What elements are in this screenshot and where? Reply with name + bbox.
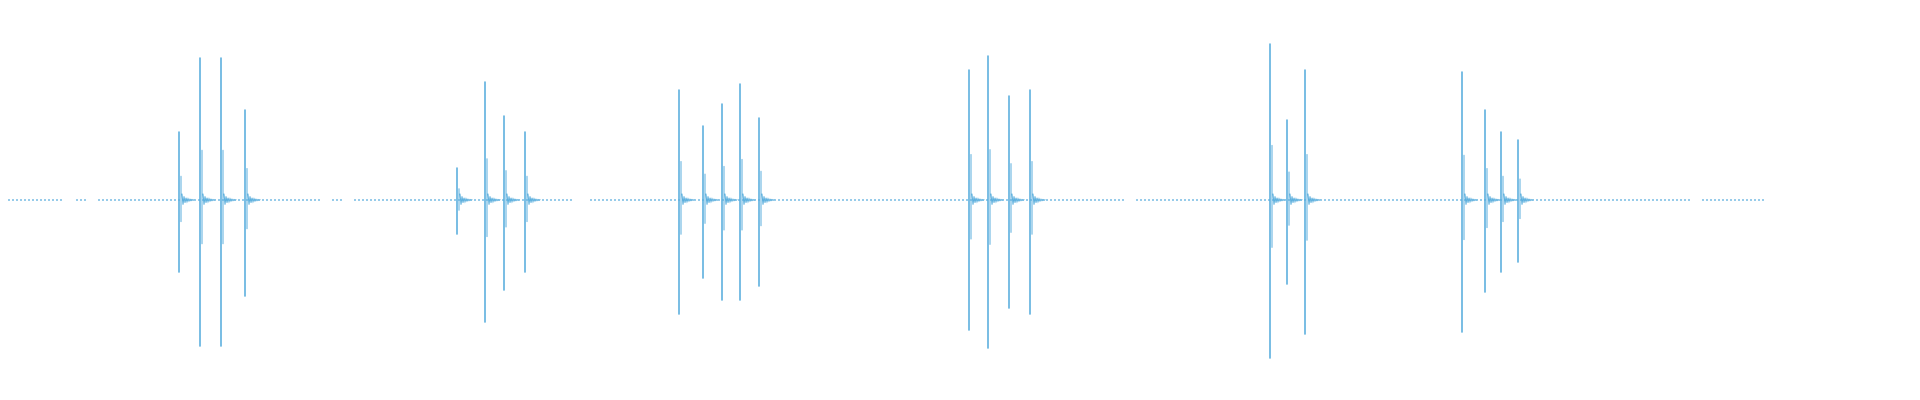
ringdown	[181, 193, 195, 205]
ringdown	[1464, 193, 1478, 205]
ringdown	[1503, 193, 1517, 205]
ringdown	[1307, 193, 1321, 205]
spike-layer	[178, 43, 1534, 359]
burst-3	[678, 83, 775, 315]
ringdown	[1011, 193, 1025, 205]
ringdown	[487, 193, 501, 205]
ringdown	[742, 193, 756, 205]
burst-4	[968, 55, 1046, 349]
ringdown	[681, 193, 695, 205]
burst-2	[456, 81, 541, 323]
burst-6	[1461, 71, 1534, 333]
burst-5	[1269, 43, 1321, 359]
ringdown	[527, 193, 541, 205]
ringdown	[202, 193, 216, 205]
ringdown	[724, 193, 738, 205]
ringdown	[1487, 193, 1501, 205]
ringdown	[1520, 193, 1534, 205]
ringdown	[1289, 193, 1303, 205]
ringdown	[506, 193, 520, 205]
ringdown	[459, 193, 473, 205]
ringdown	[1032, 193, 1046, 205]
ringdown	[761, 193, 775, 205]
burst-1	[178, 57, 261, 347]
ringdown	[705, 193, 719, 205]
ringdown	[990, 193, 1004, 205]
ringdown	[1272, 193, 1286, 205]
ringdown	[971, 193, 985, 205]
ringdown	[223, 193, 237, 205]
ringdown	[247, 193, 261, 205]
